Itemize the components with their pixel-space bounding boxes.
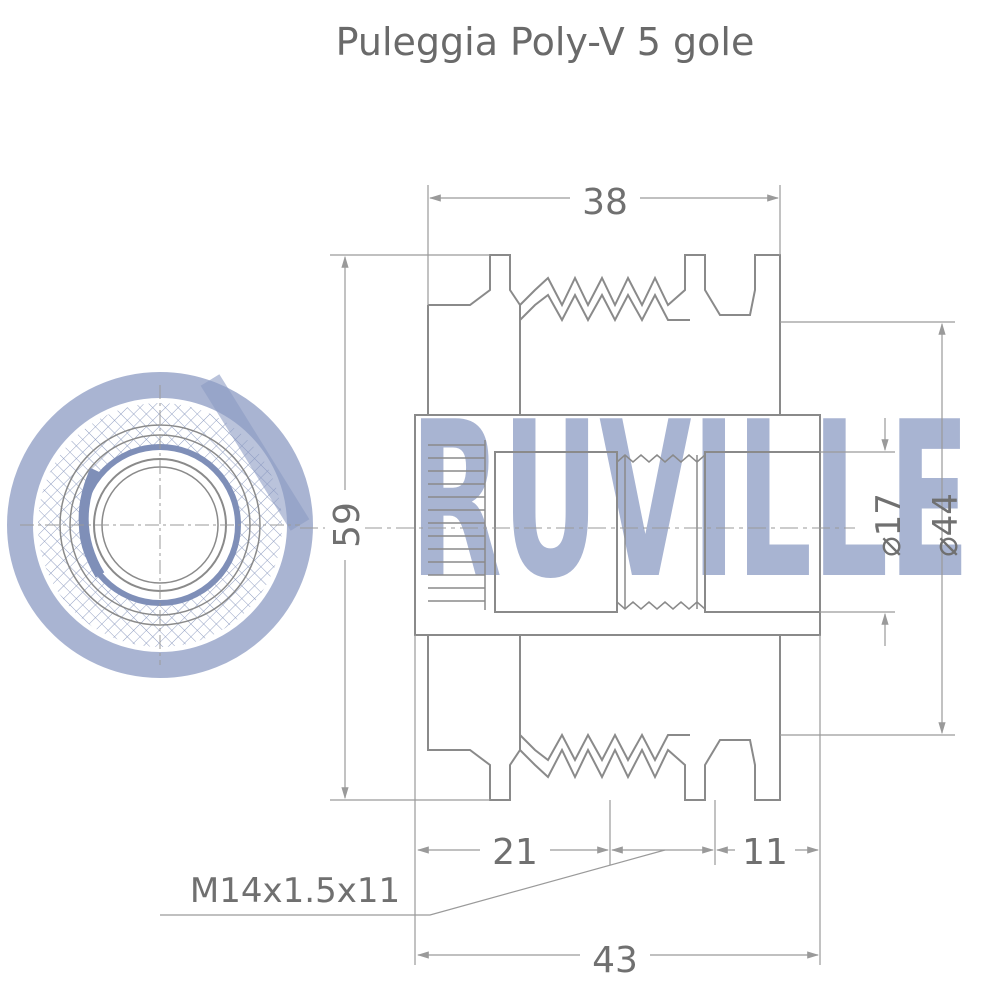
page-title: Puleggia Poly-V 5 gole [336,20,755,64]
thread-marks [616,454,706,610]
dim-label-59: 59 [327,502,368,548]
internal-splines [428,440,486,610]
dim-label-38: 38 [582,182,628,223]
brand-watermark: RUVILLE [410,375,970,626]
thread-leader [160,849,666,916]
dim-lower-spans [414,635,821,965]
dim-label-43: 43 [592,940,638,981]
dim-label-21: 21 [492,832,538,873]
dim-label-17: ⌀17 [869,493,909,557]
dim-label-44: ⌀44 [926,493,966,557]
dim-inner-diameter [820,418,895,646]
thread-label: M14x1.5x11 [190,871,400,911]
ruville-logo-mark [7,372,313,678]
dim-label-11: 11 [742,832,788,873]
dim-outer-diameter [780,321,955,736]
